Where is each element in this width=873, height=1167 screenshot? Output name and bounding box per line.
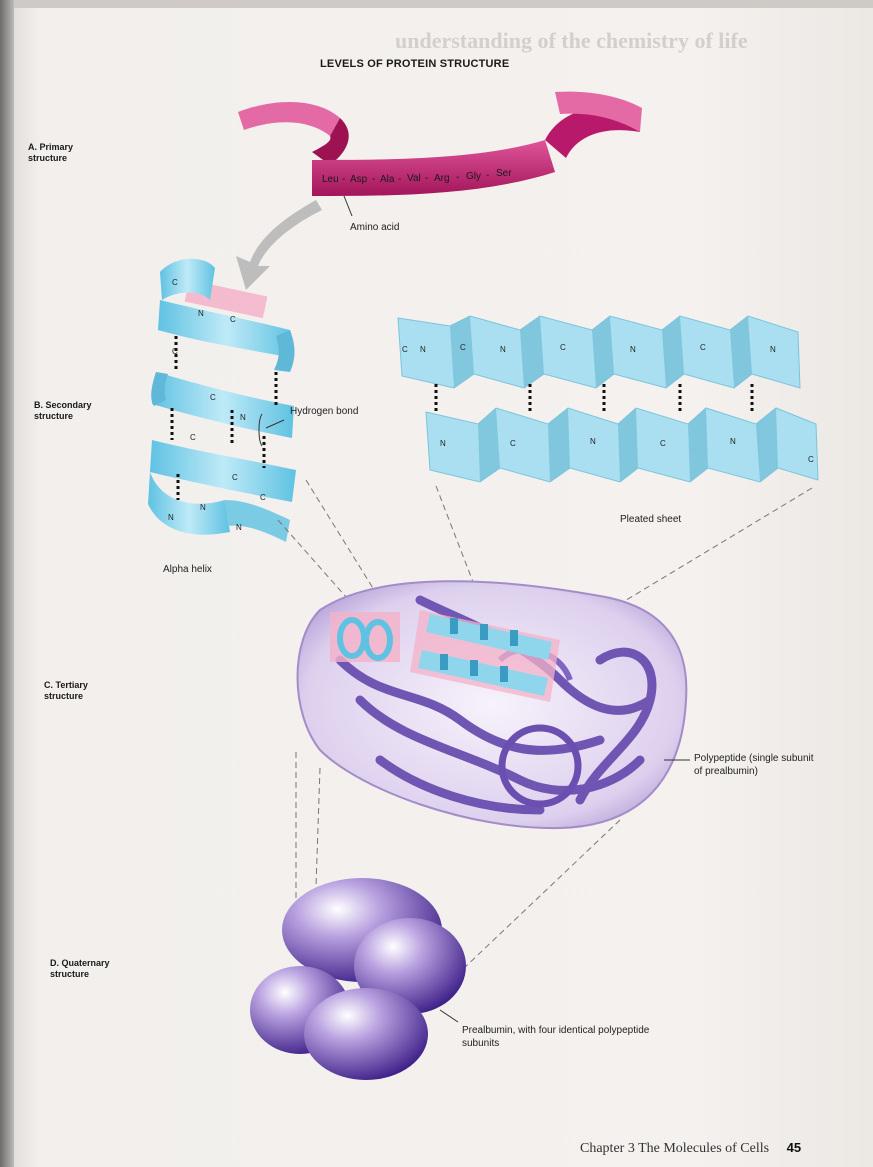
quaternary-structure [250, 878, 466, 1080]
svg-text:C: C [172, 347, 178, 356]
sequence-residue: Ala [380, 174, 395, 185]
svg-text:C: C [560, 343, 566, 352]
svg-text:N: N [630, 345, 636, 354]
chapter-title: Chapter 3 The Molecules of Cells [580, 1141, 769, 1156]
hydrogen-bond-label: Hydrogen bond [290, 406, 358, 417]
sequence-separator: - [342, 174, 345, 185]
svg-text:N: N [168, 513, 174, 522]
svg-text:N: N [440, 439, 446, 448]
page-footer: Chapter 3 The Molecules of Cells 45 [580, 1140, 801, 1157]
svg-text:C: C [230, 315, 236, 324]
svg-text:N: N [198, 309, 204, 318]
svg-text:C: C [510, 439, 516, 448]
svg-text:C: C [660, 439, 666, 448]
svg-text:C: C [210, 393, 216, 402]
svg-text:C: C [232, 473, 238, 482]
amino-acid-label: Amino acid [350, 222, 399, 233]
sequence-separator: - [372, 174, 375, 185]
svg-text:C: C [700, 343, 706, 352]
pleated-sheet: C N C N C N C N N C N C N C [398, 316, 818, 482]
pleated-sheet-label: Pleated sheet [620, 514, 681, 525]
svg-text:C: C [172, 278, 178, 287]
sequence-separator: - [398, 174, 401, 185]
svg-text:N: N [730, 437, 736, 446]
sequence-residue: Asp [350, 174, 368, 185]
amino-acid-pointer [344, 196, 352, 216]
sequence-residue: Val [407, 173, 421, 184]
svg-text:C: C [402, 345, 408, 354]
svg-text:C: C [808, 455, 814, 464]
quaternary-caption-pointer [440, 1010, 458, 1022]
quaternary-caption: Prealbumin, with four identical polypept… [462, 1024, 672, 1050]
svg-text:N: N [500, 345, 506, 354]
transition-arrow [236, 200, 322, 290]
svg-text:N: N [590, 437, 596, 446]
sequence-residue: Arg [434, 173, 450, 184]
svg-text:N: N [420, 345, 426, 354]
tertiary-caption: Polypeptide (single subunit of prealbumi… [694, 752, 814, 778]
svg-text:N: N [770, 345, 776, 354]
alpha-helix: C N C C C N C C N C N N [148, 259, 296, 542]
sequence-separator: - [425, 173, 428, 184]
svg-text:C: C [190, 433, 196, 442]
svg-text:N: N [240, 413, 246, 422]
hydrogen-bond-label-text: Hydrogen bond [290, 406, 358, 417]
sequence-residue: Ser [496, 168, 512, 179]
alpha-helix-label: Alpha helix [163, 564, 212, 575]
sequence-residue: Gly [466, 171, 481, 182]
page-number: 45 [787, 1140, 801, 1155]
sequence-separator: - [486, 170, 489, 181]
svg-text:N: N [236, 523, 242, 532]
tertiary-structure [298, 581, 687, 828]
sequence-residue: Leu [322, 174, 339, 185]
svg-text:N: N [200, 503, 206, 512]
svg-text:C: C [460, 343, 466, 352]
sequence-separator: - [456, 172, 459, 183]
svg-text:C: C [260, 493, 266, 502]
